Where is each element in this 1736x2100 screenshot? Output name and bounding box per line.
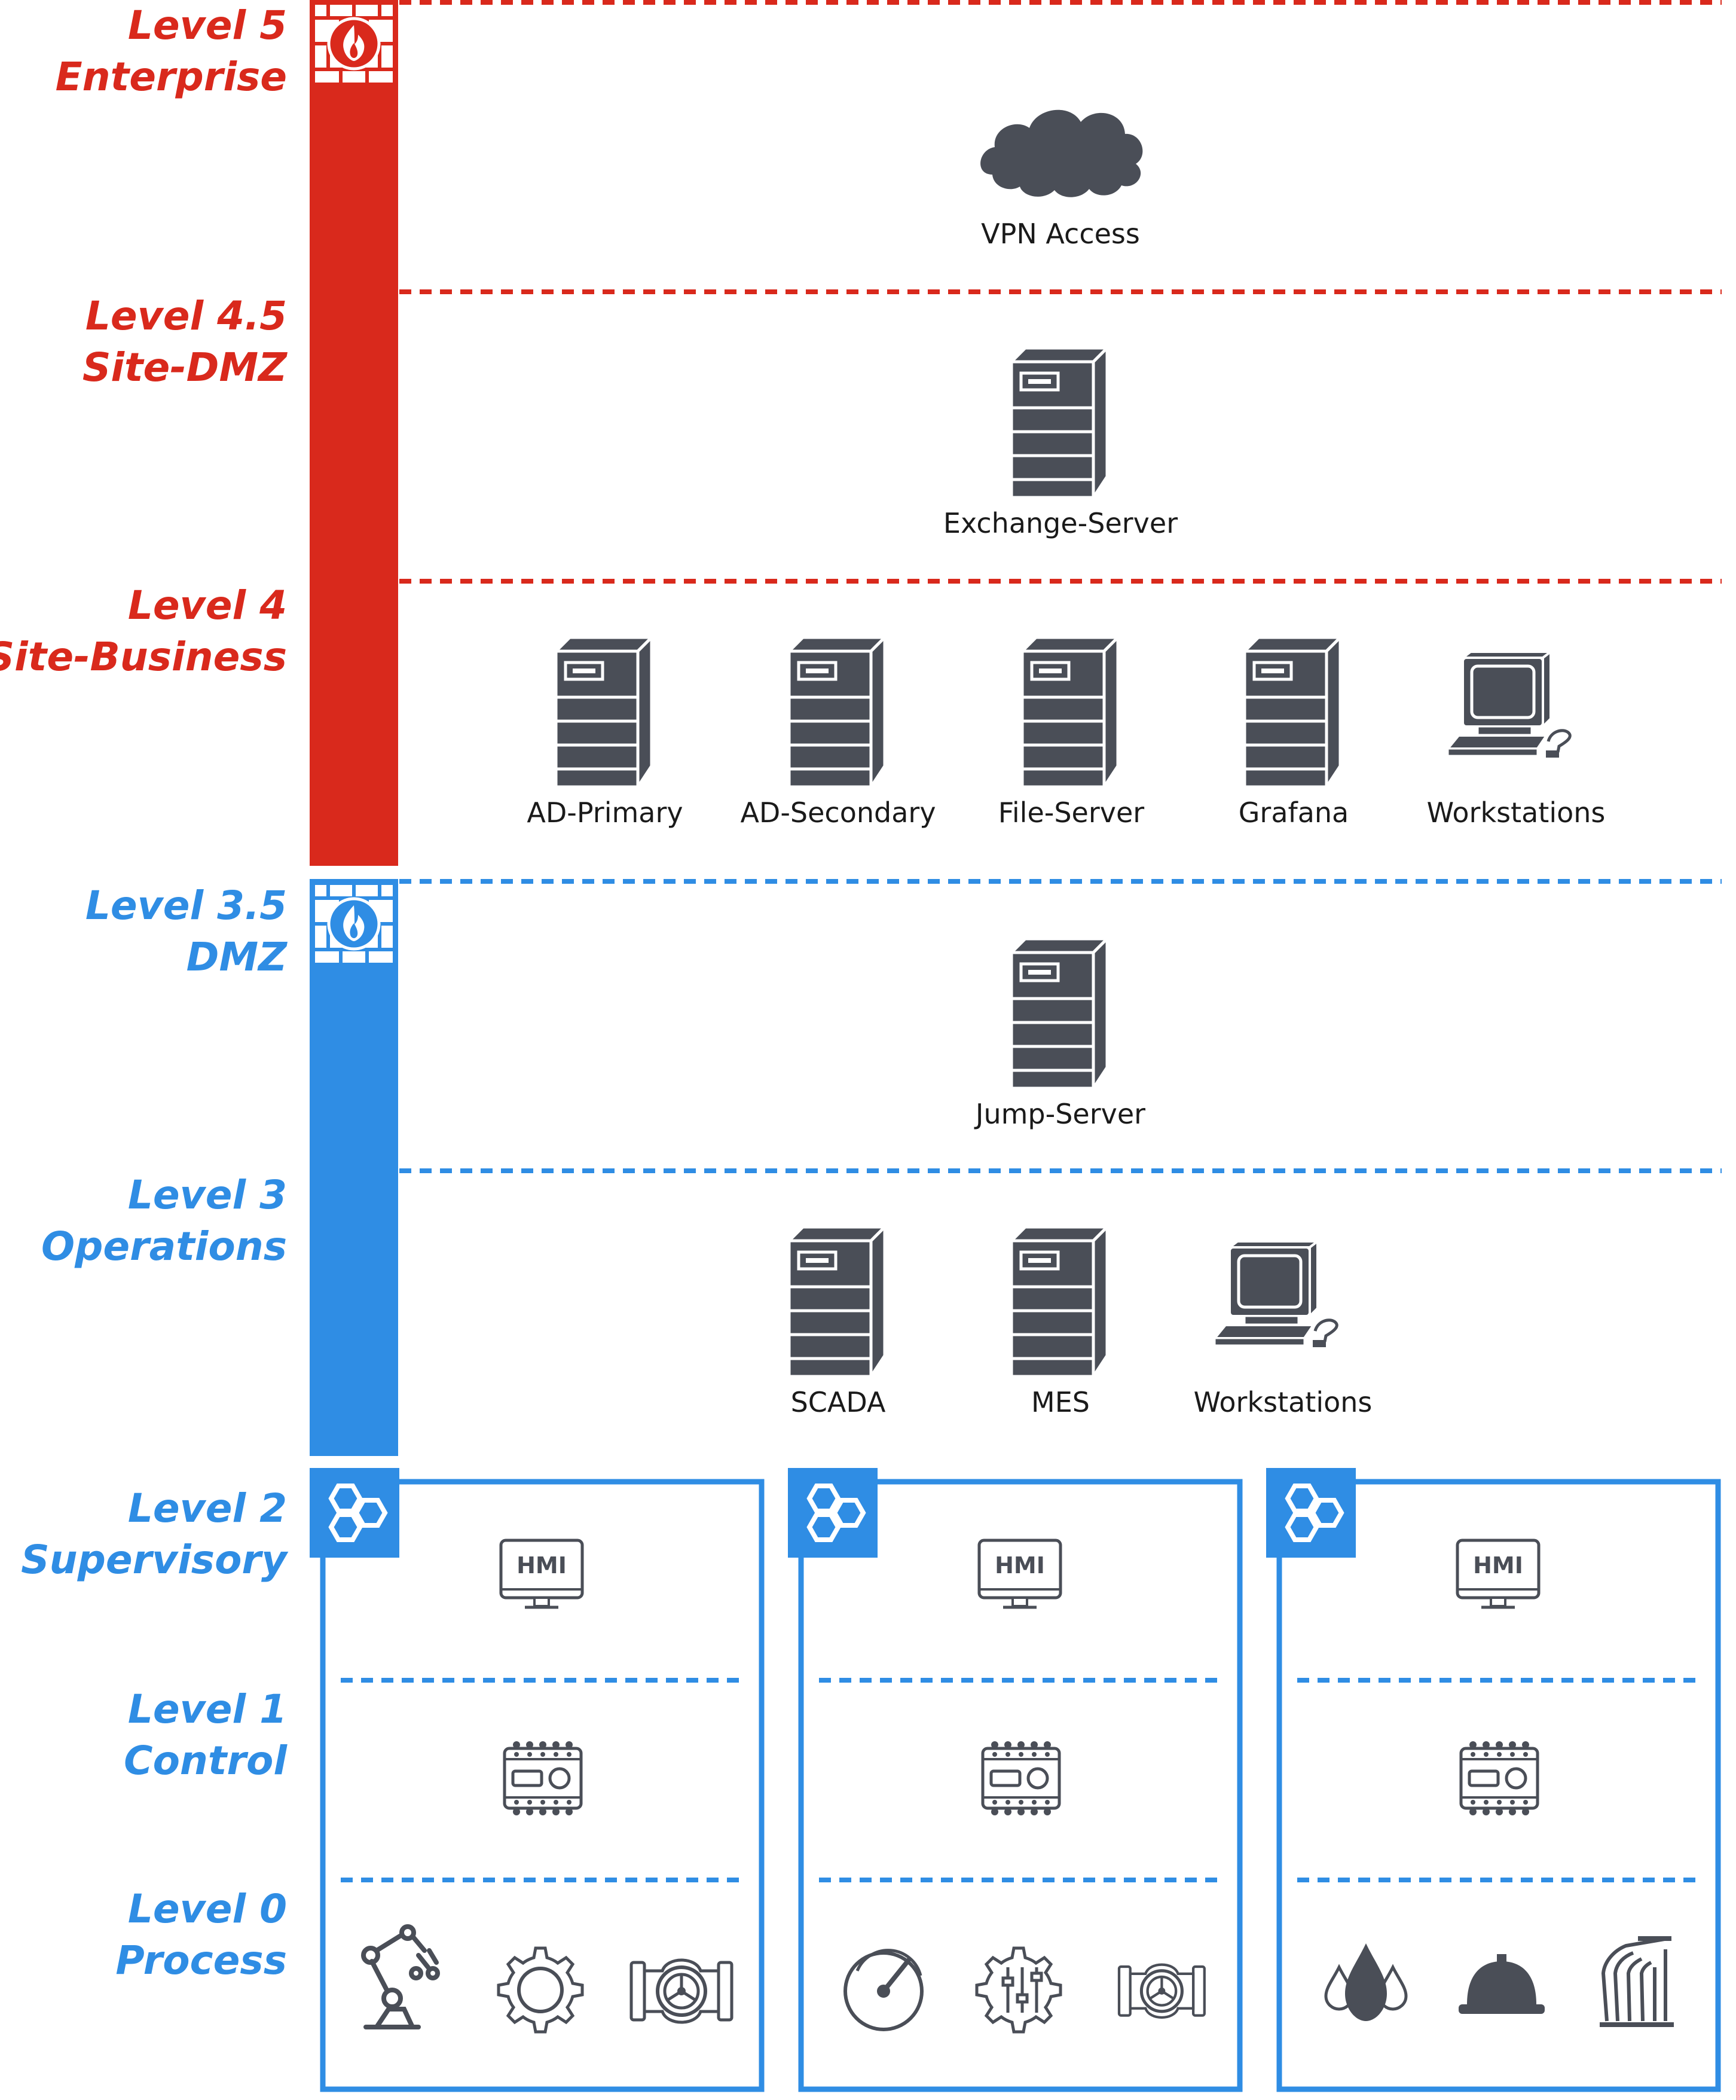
level-2-number: Level 2 [127,1485,287,1531]
level-0-label: Level 0 Process [115,1884,287,1986]
level-1-name: Control [124,1738,287,1784]
dmz-firewall-icon [315,885,393,963]
operations-zone-bar [310,879,398,1456]
exchange-server-icon [1011,348,1107,497]
plc-icon-cell1 [505,1741,581,1815]
level-5-name: Enterprise [55,54,287,100]
level-0-number: Level 0 [127,1886,287,1932]
level-4-5-label: Level 4.5 Site-DMZ [82,291,287,393]
hmi-label-cell1: HMI [516,1552,567,1579]
jump-server-icon [1011,939,1107,1088]
gear-sliders-icon [977,1948,1060,2032]
level-3-5-number: Level 3.5 [85,883,287,929]
level-1-label: Level 1 Control [124,1684,287,1787]
grafana-server-icon [1245,637,1340,787]
blue-zone-dividers [399,879,1722,1173]
level-2-label: Level 2 Supervisory [21,1483,287,1586]
enterprise-zone-bar [310,0,398,866]
level-3-5-name: DMZ [186,934,287,980]
dam-icon [1600,1936,1674,2027]
robot-arm-icon [361,1924,440,2029]
workstation-icon-l4 [1448,652,1570,758]
cell-area-2 [788,1468,1243,2092]
workstations-l3-label: Workstations [1193,1386,1373,1418]
cell-area-1 [310,1468,765,2092]
file-server-label: File-Server [998,796,1145,829]
gear-icon [499,1948,582,2032]
cell-area-3 [1266,1468,1721,2092]
scada-server-icon [789,1227,885,1376]
valve-icon-cell1 [631,1960,732,2022]
dome-light-icon [1459,1954,1545,2014]
level-5-label: Level 5 Enterprise [56,0,287,103]
level-4-number: Level 4 [127,582,287,628]
ad-primary-label: AD-Primary [527,796,683,829]
ad-primary-server-icon [556,637,652,787]
level-1-number: Level 1 [127,1686,287,1732]
level-0-name: Process [115,1937,287,1983]
level-2-name: Supervisory [21,1537,287,1583]
workstation-icon-l3 [1215,1241,1337,1347]
grafana-label: Grafana [1238,796,1349,829]
level-5-number: Level 5 [127,2,287,48]
level-3-name: Operations [41,1223,287,1269]
scada-label: SCADA [790,1386,886,1418]
hmi-label-cell3: HMI [1473,1552,1523,1579]
file-server-icon [1022,637,1118,787]
level-3-label: Level 3 Operations [41,1170,287,1272]
red-zone-dividers [399,0,1722,584]
mes-server-icon [1011,1227,1107,1376]
plc-icon-cell3 [1461,1741,1538,1815]
level-3-5-label: Level 3.5 DMZ [85,880,287,983]
level-3-number: Level 3 [127,1172,287,1218]
level-4-5-number: Level 4.5 [85,293,287,339]
jump-server-label: Jump-Server [975,1098,1146,1130]
ad-secondary-label: AD-Secondary [740,796,936,829]
gauge-icon [843,1949,924,2031]
workstations-l4-label: Workstations [1426,796,1606,829]
enterprise-firewall-icon [315,5,393,83]
plc-icon-cell2 [983,1741,1059,1815]
ad-secondary-server-icon [789,637,885,787]
valve-icon-cell2 [1119,1965,1205,2017]
mes-label: MES [1031,1386,1090,1418]
vpn-access-label: VPN Access [981,218,1140,250]
level-4-5-name: Site-DMZ [82,344,287,390]
level-4-name: Site-Business [0,634,287,680]
water-drops-icon [1324,1943,1408,2021]
hmi-label-cell2: HMI [995,1552,1045,1579]
exchange-server-label: Exchange-Server [943,507,1178,539]
cloud-icon [980,109,1143,197]
level-4-label: Level 4 Site-Business [0,580,287,683]
